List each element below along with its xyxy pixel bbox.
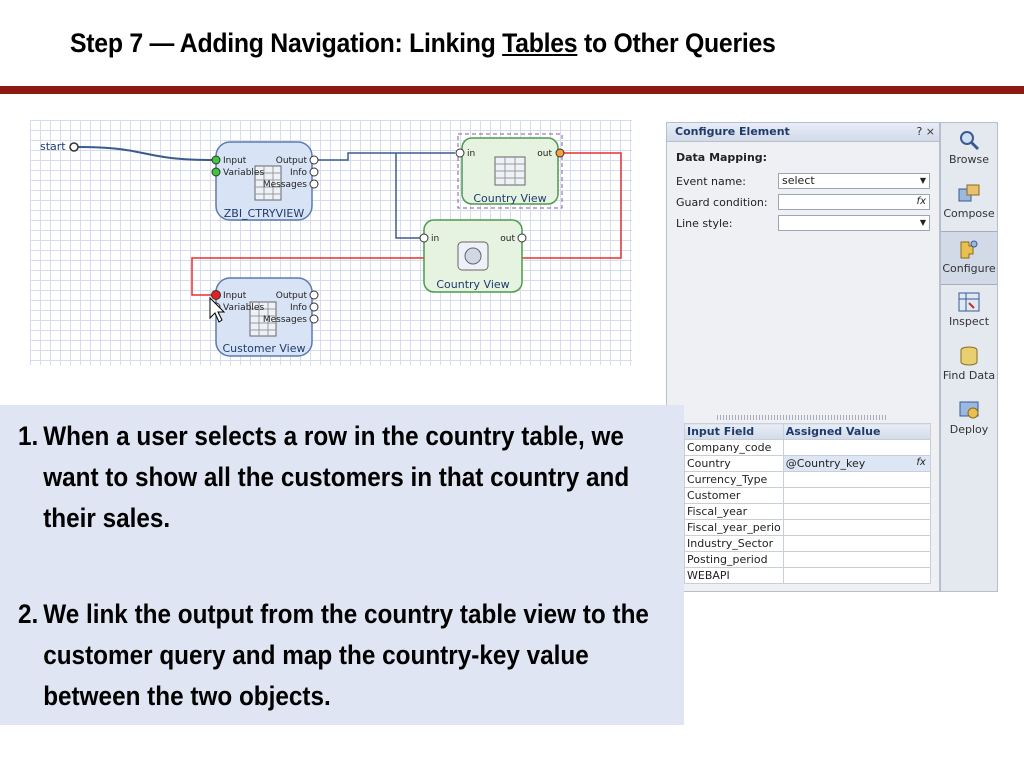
tool-sidebar: Browse Compose Configure Inspect Find Da… — [940, 122, 998, 592]
start-port — [69, 142, 79, 152]
svg-text:Output: Output — [276, 156, 308, 166]
inspect-icon — [958, 292, 980, 312]
inspect-button[interactable]: Inspect — [941, 285, 997, 337]
svg-text:Variables: Variables — [223, 303, 264, 313]
dropdown-arrow-icon[interactable]: ▼ — [919, 176, 926, 185]
panel-controls[interactable]: ? × — [916, 125, 935, 138]
compose-button[interactable]: Compose — [941, 177, 997, 229]
panel-title: Configure Element — [675, 125, 790, 138]
event-name-label: Event name: — [676, 175, 746, 188]
svg-text:Country View: Country View — [436, 278, 509, 291]
event-name-select[interactable]: select▼ — [778, 173, 930, 189]
svg-text:Country View: Country View — [473, 192, 546, 205]
svg-text:Input: Input — [223, 291, 247, 301]
query-node-ctryview: Input Variables Output Info Messages ZBI… — [211, 141, 319, 221]
table-row[interactable]: TCustomer — [667, 487, 931, 504]
link-query-to-view2 — [395, 153, 423, 239]
formula-icon[interactable]: fx — [916, 457, 926, 468]
svg-text:Messages: Messages — [263, 180, 307, 190]
query-node-customer: Input Variables Output Info Messages Cus… — [211, 277, 319, 357]
table-row[interactable]: TFiscal_year_perio — [667, 519, 931, 536]
link-start-to-query — [76, 146, 214, 161]
guard-condition-label: Guard condition: — [676, 196, 768, 209]
view-node-country-2: in out Country View — [419, 219, 527, 293]
panel-header: Configure Element ? × — [667, 123, 939, 142]
dropdown-arrow-icon[interactable]: ▼ — [919, 218, 926, 227]
svg-text:Info: Info — [290, 168, 308, 178]
table-row[interactable]: TPosting_period — [667, 551, 931, 568]
compose-icon — [958, 184, 980, 202]
link-view-to-customer — [191, 152, 622, 296]
slide-title: Step 7 — Adding Navigation: Linking Tabl… — [70, 28, 776, 58]
svg-text:Input: Input — [223, 156, 247, 166]
data-mapping-heading: Data Mapping: — [676, 151, 768, 164]
model-canvas[interactable]: start Input Variables Output Info Messag… — [30, 120, 632, 365]
start-label: start — [40, 140, 66, 153]
input-field-header[interactable]: Input Field — [684, 423, 784, 440]
svg-text:in: in — [467, 149, 475, 159]
find-data-button[interactable]: Find Data — [941, 339, 997, 391]
find-data-icon — [960, 346, 978, 366]
view-node-country-1: in out Country View — [455, 133, 565, 209]
table-row[interactable]: TFiscal_year — [667, 503, 931, 520]
configure-icon — [960, 240, 978, 259]
line-style-label: Line style: — [676, 217, 733, 230]
table-row[interactable]: TWEBAPI — [667, 567, 931, 584]
browse-icon — [960, 131, 980, 151]
mouse-cursor — [209, 296, 226, 323]
svg-text:Messages: Messages — [263, 315, 307, 325]
svg-text:out: out — [537, 149, 552, 159]
deploy-icon — [959, 401, 979, 419]
link-query-to-view1 — [314, 152, 455, 161]
svg-text:in: in — [431, 234, 439, 244]
svg-text:Variables: Variables — [223, 168, 264, 178]
formula-icon[interactable]: fx — [916, 196, 926, 207]
guard-condition-input[interactable]: fx — [778, 194, 930, 210]
svg-text:out: out — [500, 234, 515, 244]
configure-button[interactable]: Configure — [941, 231, 997, 285]
assigned-value-header[interactable]: Assigned Value — [782, 423, 931, 440]
explanation-box: 1. When a user selects a row in the coun… — [0, 405, 684, 725]
mapping-table: ⚐ Input Field Assigned Value TCompany_co… — [667, 423, 931, 584]
svg-text:Output: Output — [276, 291, 308, 301]
splitter-handle[interactable] — [717, 415, 887, 420]
table-row[interactable]: TCompany_code — [667, 439, 931, 456]
browse-button[interactable]: Browse — [941, 123, 997, 175]
title-divider — [0, 86, 1024, 94]
svg-text:ZBI_CTRYVIEW: ZBI_CTRYVIEW — [224, 207, 305, 220]
line-style-select[interactable]: ▼ — [778, 215, 930, 231]
table-row[interactable]: TIndustry_Sector — [667, 535, 931, 552]
deploy-button[interactable]: Deploy — [941, 393, 997, 445]
svg-text:Customer View: Customer View — [222, 342, 305, 355]
svg-text:Info: Info — [290, 303, 308, 313]
table-row[interactable]: TCurrency_Type — [667, 471, 931, 488]
configure-element-panel: Configure Element ? × Data Mapping: Even… — [666, 122, 940, 592]
